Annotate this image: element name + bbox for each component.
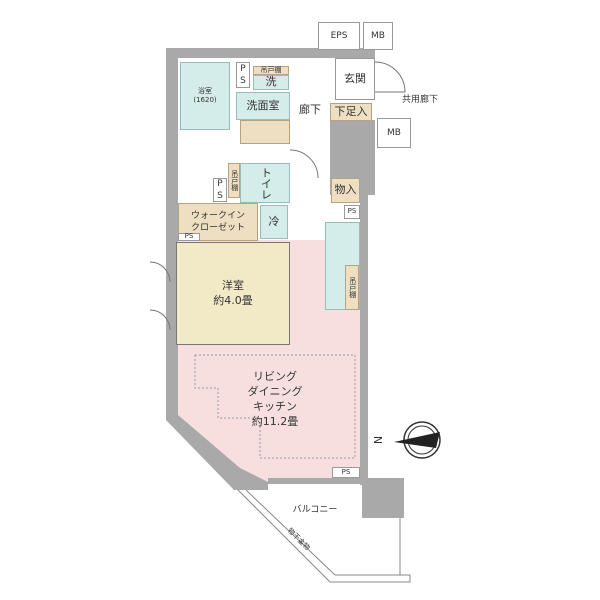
toilet: トイレ: [240, 163, 290, 203]
common-corridor-label: 共用廊下: [401, 94, 438, 105]
corridor: 廊下: [299, 102, 321, 116]
shoe-storage: 下足入: [330, 103, 372, 121]
ps-ldk: PS: [332, 467, 360, 478]
right-wall: [360, 195, 368, 485]
entrance: 玄関: [335, 58, 375, 100]
kitchen-counter: 吊戸棚: [325, 222, 360, 310]
laundry-shelf: 吊戸棚: [253, 66, 289, 75]
ps-kitchen: PS: [344, 205, 360, 219]
vanity: [240, 120, 290, 144]
bathroom: 浴室 (1620): [180, 62, 230, 130]
corner-wall: [362, 478, 404, 518]
bottom-wall: [268, 478, 362, 484]
laundry-space: 洗: [253, 75, 289, 90]
mb-side-room: MB: [377, 118, 411, 148]
storage: 物入: [331, 178, 360, 203]
washroom: 洗面室: [236, 92, 290, 120]
compass-icon: [394, 421, 441, 459]
western-room: 洋室 約4.0畳: [176, 242, 290, 345]
fridge-space: 冷: [260, 205, 288, 239]
mb-top-room: MB: [363, 22, 393, 50]
ldk-label: リビング ダイニング キッチン 約11.2畳: [247, 370, 303, 428]
kitchen-shelf: 吊戸棚: [345, 265, 359, 310]
balcony-outline: [237, 489, 411, 583]
balcony: バルコニー: [292, 504, 338, 515]
ps-wic: PS: [178, 232, 200, 241]
toilet-shelf: 吊戸棚: [228, 163, 240, 198]
ps-toilet: P S: [213, 178, 227, 202]
ps-bath: P S: [236, 62, 250, 88]
walk-in-closet: ウォークイン クローゼット: [178, 203, 258, 241]
eps-room: EPS: [318, 22, 360, 50]
compass-north-label: N: [371, 435, 385, 445]
